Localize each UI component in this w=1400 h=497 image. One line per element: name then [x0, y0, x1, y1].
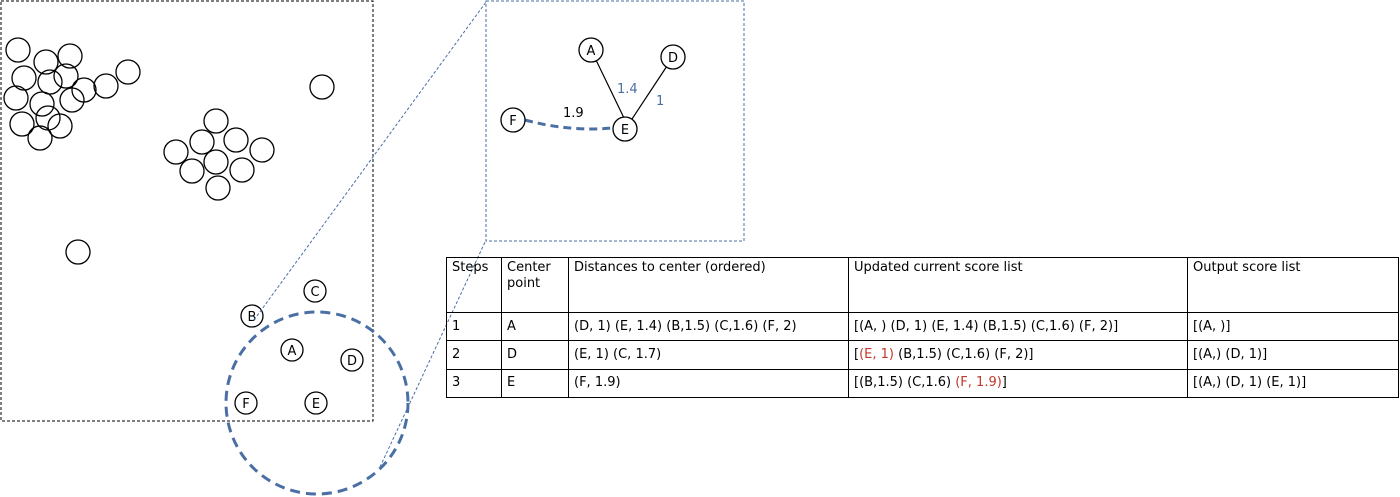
- zoom-node-d-label: D: [668, 51, 678, 66]
- data-point: [93, 73, 119, 99]
- header-distances: Distances to center (ordered): [568, 257, 849, 313]
- edge-d-e-label: 1: [656, 94, 664, 109]
- data-point: [115, 59, 141, 85]
- data-point: [189, 129, 215, 155]
- cell-output: [(A, )]: [1187, 311, 1399, 342]
- updated-highlight: (F, 1.9): [955, 375, 1002, 391]
- point-b: [240, 304, 264, 328]
- edge-f-e: [524, 118, 613, 131]
- labeled-points: B C A D F E: [234, 279, 364, 415]
- data-point: [9, 111, 35, 137]
- cell-step: 3: [446, 368, 502, 399]
- table-row: 2 D (E, 1) (C, 1.7) [(E, 1) (B,1.5) (C,1…: [446, 340, 1399, 370]
- point-d: [340, 348, 364, 372]
- updated-prefix: [: [854, 346, 860, 362]
- cell-output: [(A,) (D, 1) (E, 1)]: [1187, 368, 1399, 399]
- point-a-label: A: [288, 344, 297, 359]
- point-cluster-2: [163, 108, 275, 201]
- zoom-nodes: A D E F: [500, 37, 686, 142]
- zoom-node-e: [612, 116, 638, 142]
- data-point: [249, 137, 275, 163]
- zoom-frame: [485, 0, 745, 242]
- data-point: [5, 37, 31, 63]
- cell-center: E: [501, 368, 569, 399]
- zoom-node-a-label: A: [587, 44, 596, 59]
- data-point: [229, 157, 255, 183]
- overview-frame: [0, 0, 374, 422]
- header-center-point: Center point: [501, 257, 569, 313]
- data-point: [203, 149, 229, 175]
- cell-step: 2: [446, 340, 502, 370]
- header-steps: Steps: [446, 257, 502, 313]
- point-f-label: F: [242, 397, 249, 412]
- updated-prefix: [(B,1.5) (C,1.6): [854, 375, 956, 391]
- point-c: [303, 279, 327, 303]
- cell-updated: [(E, 1) (B,1.5) (C,1.6) (F, 2)]: [848, 340, 1188, 370]
- cell-distances: (E, 1) (C, 1.7): [568, 340, 849, 370]
- data-point: [33, 49, 59, 75]
- table-row: 3 E (F, 1.9) [(B,1.5) (C,1.6) (F, 1.9)] …: [446, 368, 1399, 399]
- score-table: Steps Center point Distances to center (…: [446, 257, 1399, 399]
- cell-center: A: [501, 311, 569, 342]
- point-e: [304, 391, 328, 415]
- data-point: [11, 65, 37, 91]
- point-d-label: D: [347, 354, 357, 369]
- cell-updated: [(A, ) (D, 1) (E, 1.4) (B,1.5) (C,1.6) (…: [848, 311, 1188, 342]
- updated-text: [(A, ) (D, 1) (E, 1.4) (B,1.5) (C,1.6) (…: [854, 318, 1119, 334]
- point-e-label: E: [312, 397, 320, 412]
- data-point: [3, 85, 29, 111]
- neighborhood-circle: [224, 310, 410, 496]
- zoom-node-f-label: F: [509, 114, 516, 129]
- data-point: [57, 43, 83, 69]
- zoom-node-d: [660, 44, 686, 70]
- data-point: [65, 239, 91, 265]
- data-point: [27, 125, 53, 151]
- edge-a-e-label: 1.4: [617, 82, 638, 97]
- point-cluster-1: [3, 37, 141, 151]
- table-row: 1 A (D, 1) (E, 1.4) (B,1.5) (C,1.6) (F, …: [446, 311, 1399, 342]
- data-point: [223, 127, 249, 153]
- data-point: [163, 139, 189, 165]
- point-a: [280, 338, 304, 362]
- zoom-node-f: [500, 107, 526, 133]
- data-point: [309, 74, 335, 100]
- data-point: [203, 108, 229, 134]
- updated-rest: (B,1.5) (C,1.6) (F, 2)]: [893, 346, 1034, 362]
- cell-updated: [(B,1.5) (C,1.6) (F, 1.9)]: [848, 368, 1188, 399]
- zoom-connector-bottom: [379, 239, 487, 468]
- cell-center: D: [501, 340, 569, 370]
- data-point: [37, 69, 63, 95]
- updated-highlight: (E, 1): [859, 346, 894, 362]
- data-point: [47, 113, 73, 139]
- updated-suffix: ]: [1001, 375, 1007, 391]
- edge-d-e: [631, 65, 668, 120]
- point-f: [234, 391, 258, 415]
- table-header-row: Steps Center point Distances to center (…: [446, 257, 1399, 313]
- data-point: [59, 87, 85, 113]
- header-updated-list: Updated current score list: [848, 257, 1188, 313]
- data-point: [179, 158, 205, 184]
- header-output-list: Output score list: [1187, 257, 1399, 313]
- point-b-label: B: [248, 310, 257, 325]
- cell-distances: (F, 1.9): [568, 368, 849, 399]
- zoom-node-e-label: E: [621, 123, 629, 138]
- cell-distances: (D, 1) (E, 1.4) (B,1.5) (C,1.6) (F, 2): [568, 311, 849, 342]
- zoom-node-a: [578, 37, 604, 63]
- zoom-connector-top: [253, 1, 487, 321]
- data-point: [29, 91, 55, 117]
- edge-a-e: [595, 59, 625, 119]
- data-point: [205, 175, 231, 201]
- cell-output: [(A,) (D, 1)]: [1187, 340, 1399, 370]
- point-c-label: C: [310, 285, 319, 300]
- cell-step: 1: [446, 311, 502, 342]
- data-point: [53, 63, 79, 89]
- edge-f-e-label: 1.9: [563, 106, 584, 121]
